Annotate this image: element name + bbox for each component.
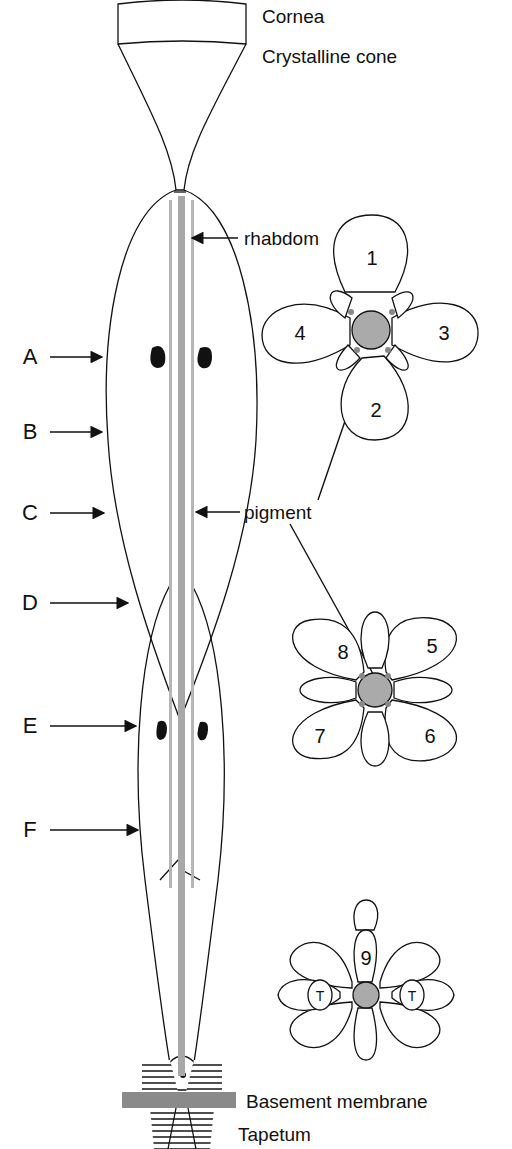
callout-number: 3 bbox=[438, 323, 449, 343]
part-label: Tapetum bbox=[238, 1125, 311, 1144]
part-label: Cornea bbox=[262, 7, 324, 26]
callout-number: 2 bbox=[370, 400, 381, 420]
part-label: pigment bbox=[244, 503, 312, 522]
part-label: Crystalline cone bbox=[262, 47, 397, 66]
callout-number: T bbox=[408, 989, 417, 1003]
section-letter: D bbox=[22, 592, 38, 614]
section-letter: A bbox=[23, 346, 38, 368]
section-letter: B bbox=[23, 421, 38, 443]
section-letter: C bbox=[22, 502, 38, 524]
callout-number: T bbox=[316, 989, 325, 1003]
section-letter: F bbox=[23, 819, 36, 841]
callout-number: 4 bbox=[294, 323, 305, 343]
callout-number: 5 bbox=[426, 636, 437, 656]
callout-number: 1 bbox=[366, 248, 377, 268]
part-label: Basement membrane bbox=[246, 1092, 428, 1111]
callout-number: 8 bbox=[337, 642, 348, 662]
callout-number: 7 bbox=[314, 726, 325, 746]
callout-number: 6 bbox=[424, 726, 435, 746]
callout-number: 9 bbox=[360, 948, 371, 968]
part-label: rhabdom bbox=[244, 229, 319, 248]
section-letter: E bbox=[23, 715, 38, 737]
